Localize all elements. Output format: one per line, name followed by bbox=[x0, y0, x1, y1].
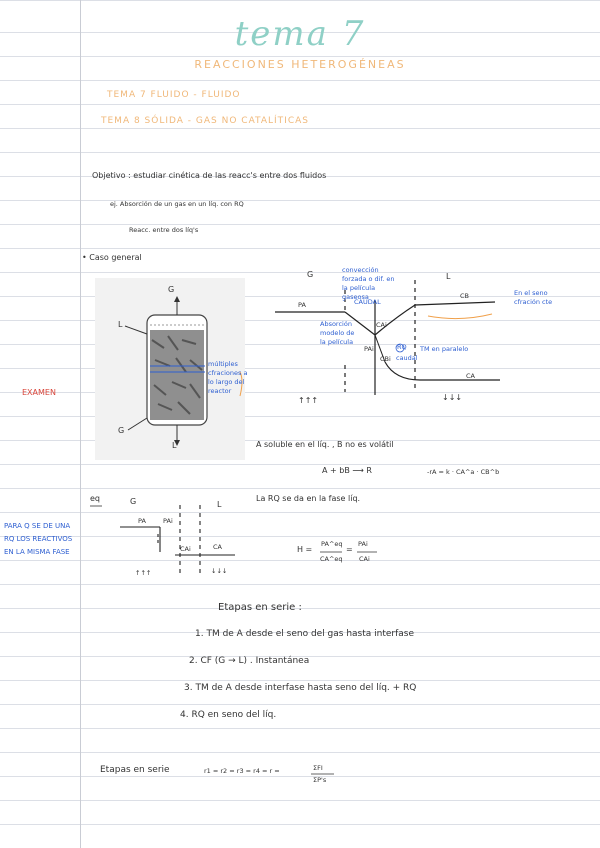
equilibrium-diagram bbox=[120, 505, 235, 575]
eq-ca: CA bbox=[213, 543, 222, 551]
profile-note-caudal: CAUDAL bbox=[354, 298, 381, 307]
eq-label: eq bbox=[90, 494, 100, 503]
condition-rate: -rA = k · CA^a · CB^b bbox=[427, 468, 499, 476]
profile-note-conveccion: convección forzada o dif. en la película… bbox=[342, 266, 402, 302]
series-label: Etapas en serie bbox=[100, 765, 170, 775]
profile-note-caudal2: caudal bbox=[396, 354, 418, 363]
eq-arrows-down: ↓↓↓ bbox=[211, 567, 227, 575]
step-1: 1. TM de A desde el seno del gas hasta i… bbox=[195, 629, 414, 639]
profile-cb: CB bbox=[460, 292, 469, 300]
profile-cai: CAi bbox=[376, 321, 387, 329]
profile-pa: PA bbox=[298, 301, 306, 309]
eq-phase-l: L bbox=[217, 500, 221, 509]
profile-ca: CA bbox=[466, 372, 475, 380]
reactor-label-l-left: L bbox=[118, 320, 122, 329]
profile-cbi: CBi bbox=[380, 355, 391, 363]
profile-note-seno: En el seno cfración cte bbox=[514, 289, 562, 307]
eq-pai: PAi bbox=[163, 517, 173, 525]
eq-arrows-up: ↑↑↑ bbox=[135, 569, 151, 577]
step-4: 4. RQ en seno del líq. bbox=[180, 710, 276, 720]
step-3: 3. TM de A desde interfase hasta seno de… bbox=[184, 683, 416, 693]
condition-soluble: A soluble en el líq. , B no es volátil bbox=[256, 440, 394, 449]
reactor-label-g-top: G bbox=[168, 285, 174, 294]
condition-reaction: A + bB ⟶ R bbox=[322, 466, 372, 475]
reactor-label-l-bottom: L bbox=[172, 441, 176, 450]
eq-side-note: PARA Q SE DE UNA RQ LOS REACTIVOS EN LA … bbox=[4, 520, 74, 559]
reactor-note: múltiples cfraciones a lo largo del reac… bbox=[208, 360, 252, 396]
profile-note-tm: TM en paralelo bbox=[420, 345, 468, 354]
profile-phase-l: L bbox=[446, 272, 450, 281]
henry-lhs: H = bbox=[297, 545, 312, 554]
reactor-label-g-left: G bbox=[118, 426, 124, 435]
profile-arrows-up: ↑↑↑ bbox=[298, 396, 318, 405]
henry-frac1-num: PA^eq bbox=[321, 540, 343, 548]
profile-phase-g: G bbox=[307, 270, 313, 279]
steps-heading: Etapas en serie : bbox=[218, 602, 302, 613]
series-frac-den: ΣP's bbox=[313, 776, 326, 784]
eq-cai: CAi bbox=[180, 545, 191, 553]
series-equation: r1 = r2 = r3 = r4 = r = bbox=[204, 767, 280, 775]
step-2: 2. CF (G → L) . Instantánea bbox=[189, 656, 309, 666]
eq-pa: PA bbox=[138, 517, 146, 525]
profile-arrows-down: ↓↓↓ bbox=[442, 393, 462, 402]
henry-frac1-den: CA^eq bbox=[320, 555, 343, 563]
henry-frac2-num: PAi bbox=[358, 540, 368, 548]
profile-pai: PAi bbox=[364, 345, 374, 353]
henry-eq: = bbox=[346, 545, 353, 554]
henry-frac2-den: CAi bbox=[359, 555, 370, 563]
profile-note-absorcion: Absorción modelo de la película bbox=[320, 320, 360, 347]
series-frac-num: ΣFI bbox=[313, 764, 323, 772]
condition-rq-phase: La RQ se da en la fase líq. bbox=[256, 494, 360, 503]
profile-note-rq: RQ bbox=[397, 343, 407, 352]
eq-phase-g: G bbox=[130, 497, 136, 506]
